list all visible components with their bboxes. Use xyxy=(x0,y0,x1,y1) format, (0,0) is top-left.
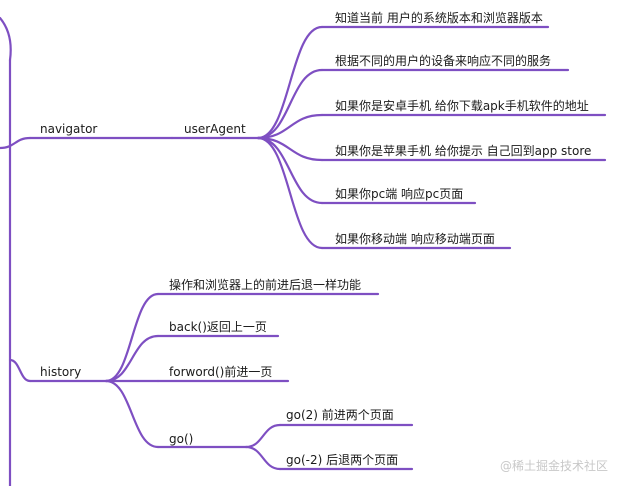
node-ua-child: 如果你是苹果手机 给你提示 自己回到app store xyxy=(335,144,592,158)
trunk-edge xyxy=(0,16,12,62)
edge-history-child xyxy=(104,292,160,383)
watermark-text: @稀土掘金技术社区 xyxy=(500,459,609,473)
edge-root-navigator xyxy=(0,136,32,150)
node-history-child: 操作和浏览器上的前进后退一样功能 xyxy=(169,278,362,292)
edge-history-child xyxy=(104,379,160,449)
node-ua-child: 如果你pc端 响应pc页面 xyxy=(335,187,464,201)
node-ua-child: 如果你是安卓手机 给你下载apk手机软件的地址 xyxy=(335,99,589,113)
node-go: go() xyxy=(169,432,194,446)
mind-map-edges xyxy=(0,16,607,486)
node-ua-child: 知道当前 用户的系统版本和浏览器版本 xyxy=(335,11,543,25)
edge-go-child xyxy=(244,445,282,471)
edge-useragent-child xyxy=(256,136,324,162)
node-history-child: back()返回上一页 xyxy=(169,320,267,334)
edge-go-child xyxy=(244,423,282,449)
node-go-child: go(-2) 后退两个页面 xyxy=(286,453,399,467)
edge-root-history xyxy=(8,358,32,383)
edge-history-child xyxy=(104,334,160,383)
node-go-child: go(2) 前进两个页面 xyxy=(286,408,394,422)
node-history: history xyxy=(40,365,82,379)
node-history-child: forword()前进一页 xyxy=(169,365,273,379)
edge-useragent-child xyxy=(256,68,324,140)
node-ua-child: 根据不同的用户的设备来响应不同的服务 xyxy=(335,54,552,68)
edge-useragent-child xyxy=(256,136,324,250)
edge-useragent-child xyxy=(256,25,324,140)
node-ua-child: 如果你移动端 响应移动端页面 xyxy=(335,232,495,246)
edge-useragent-child xyxy=(256,113,324,140)
node-useragent: userAgent xyxy=(184,122,246,136)
node-navigator: navigator xyxy=(40,122,98,136)
